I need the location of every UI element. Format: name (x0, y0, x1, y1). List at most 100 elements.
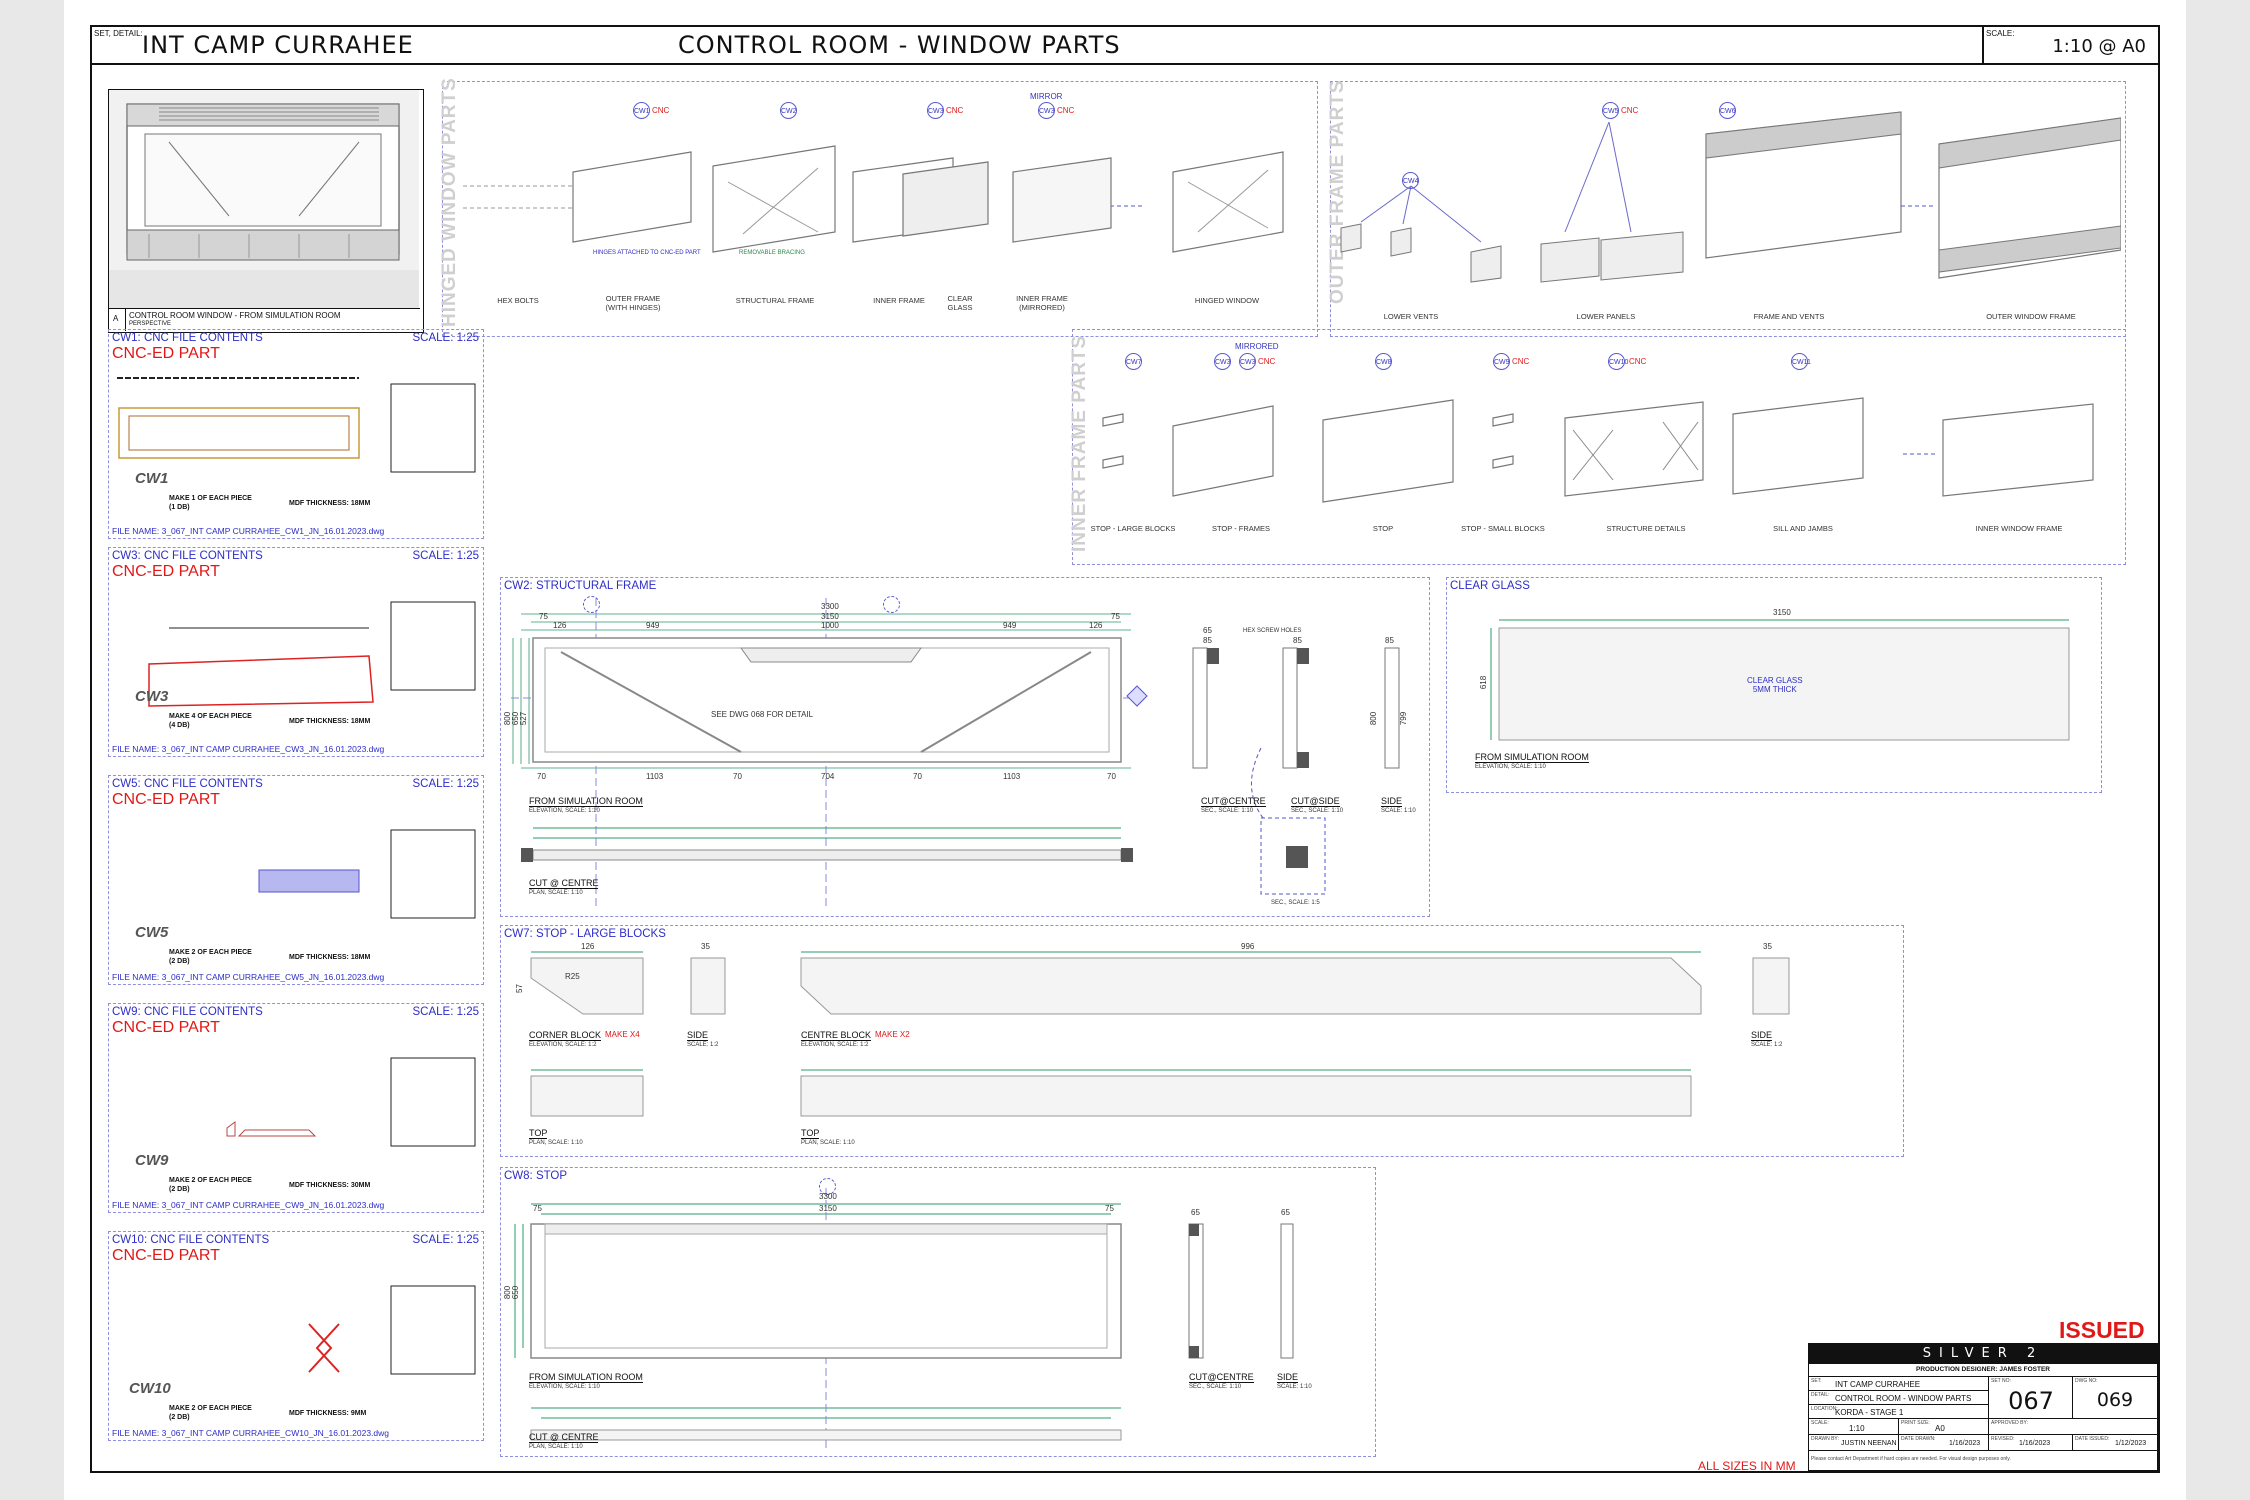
view-subtitle: SCALE: 1:2 (1751, 1042, 1783, 1048)
cnc-tag-cw1: CNC (652, 106, 670, 115)
dim-right-margin: 75 (1105, 1204, 1114, 1213)
view-title: SIDE (1751, 1030, 1773, 1041)
mdf-thickness: MDF THICKNESS: 18MM (289, 500, 371, 507)
section-marker-c (883, 596, 900, 613)
view-title: SIDE (1381, 796, 1403, 807)
cell-value: INT CAMP CURRAHEE (1835, 1380, 1921, 1389)
cnc-panel-title: CW9: CNC FILE CONTENTS (112, 1006, 263, 1018)
bubble-cw10: CW10 (1608, 353, 1628, 370)
bubble-cw9: CW9 (1493, 353, 1510, 370)
dim-centre-width: 996 (1241, 942, 1255, 951)
dim-section-width-b: 85 (1203, 636, 1212, 645)
make-quantity: MAKE 2 OF EACH PIECE (2 DB) (169, 1177, 252, 1193)
caption-sill-and-jambs: SILL AND JAMBS (1773, 524, 1833, 533)
view-title: SIDE (1277, 1372, 1299, 1383)
cell-label: LOCATION: (1811, 1406, 1838, 1412)
view-title: CUT @ CENTRE (529, 1432, 599, 1443)
dim-section-width-d: 85 (1385, 636, 1394, 645)
cnc-file-name: FILE NAME: 3_067_INT CAMP CURRAHEE_CW9_J… (112, 1200, 385, 1210)
caption-lower-panels: LOWER PANELS (1576, 312, 1636, 321)
dim-inner: 3150 (821, 612, 839, 621)
production-designer: PRODUCTION DESIGNER: JAMES FOSTER (1916, 1366, 2050, 1373)
drawn-by-cell: DRAWN BY:JUSTIN NEENAN (1809, 1435, 1899, 1451)
cw7-stop-large-blocks-panel: CW7: STOP - LARGE BLOCKS 126 57 R25 35 9… (500, 925, 1904, 1157)
dim-bottom-gap-4: 70 (1107, 772, 1116, 781)
cnc-tag-cw5: CNC (1621, 106, 1639, 115)
bubble-cw3: CW3 (927, 102, 944, 119)
view-subtitle: ELEVATION, SCALE: 1:2 (801, 1042, 869, 1048)
caption-outer-frame: OUTER FRAME (WITH HINGES) (605, 294, 661, 312)
dim-section-depth: 65 (1203, 626, 1212, 635)
caption-inner-frame: INNER FRAME (873, 296, 925, 305)
view-title: CENTRE BLOCK (801, 1030, 872, 1041)
cw2-structural-frame-panel: CW2: STRUCTURAL FRAME 3300 3150 1000 949 (500, 577, 1430, 917)
cnc-panel-title: CW5: CNC FILE CONTENTS (112, 778, 263, 790)
detail-cell: DETAIL:CONTROL ROOM - WINDOW PARTS (1809, 1391, 1989, 1405)
section-marker-b (583, 596, 600, 613)
dim-side-depth-2: 35 (1763, 942, 1772, 951)
dim-bottom-left: 1103 (646, 772, 664, 781)
cw7-drawing (530, 951, 1790, 1117)
caption-clear-glass: CLEAR GLASS (947, 294, 973, 312)
date-issued-cell: DATE ISSUED:1/12/2023 (2073, 1435, 2157, 1451)
cnc-nest-drawing (258, 829, 476, 919)
dwg-number-cell: DWG NO:069 (2073, 1377, 2157, 1419)
make-quantity: MAKE 4 OF EACH PIECE (4 DB) (169, 713, 252, 729)
cell-label: PRINT SIZE: (1901, 1420, 1930, 1426)
glass-label: CLEAR GLASS 5MM THICK (1747, 676, 1803, 694)
caption-lower-vents: LOWER VENTS (1383, 312, 1439, 321)
caption-inner-frame-mirrored: INNER FRAME (MIRRORED) (1016, 294, 1068, 312)
view-title: FROM SIMULATION ROOM (529, 796, 643, 807)
dim-bottom-right: 1103 (1003, 772, 1021, 781)
view-title: CORNER BLOCK (529, 1030, 602, 1041)
hinge-note: HINGES ATTACHED TO CNC-ED PART (593, 250, 701, 256)
cell-label: APPROVED BY: (1991, 1420, 2028, 1426)
dim-bottom-gap-3: 70 (537, 772, 546, 781)
title-block-brand-bar: SILVER 2 (1809, 1344, 2157, 1364)
outer-frame-panel: OUTER FRAME PARTS CW4 CW5 CNC CW6 LOWER … (1327, 79, 2126, 337)
caption-structural-frame: STRUCTURAL FRAME (735, 296, 815, 305)
cnc-file-name: FILE NAME: 3_067_INT CAMP CURRAHEE_CW10_… (112, 1428, 390, 1438)
dim-right-span: 949 (1003, 621, 1017, 630)
cell-value: A0 (1935, 1424, 1945, 1433)
cnc-code: CW5 (135, 924, 169, 941)
cnc-nest-drawing (148, 601, 476, 707)
dim-section-width: 65 (1191, 1208, 1200, 1217)
caption-stop-small-blocks: STOP - SMALL BLOCKS (1461, 524, 1545, 533)
dim-side-width: 65 (1281, 1208, 1290, 1217)
view-subtitle: SEC., SCALE: 1:10 (1291, 808, 1344, 814)
cnc-part-tag: CNC-ED PART (112, 1019, 220, 1036)
make-quantity-tag: MAKE X4 (605, 1030, 640, 1039)
mdf-thickness: MDF THICKNESS: 18MM (289, 718, 371, 725)
issued-stamp: ISSUED (2059, 1317, 2145, 1343)
glass-elevation-drawing (1490, 619, 2070, 741)
caption-frame-and-vents: FRAME AND VENTS (1753, 312, 1825, 321)
header-divider (1982, 27, 1984, 63)
outer-exploded-drawing (1340, 111, 2121, 283)
dim-side-height: 799 (1399, 711, 1409, 726)
cnc-panel-title: CW3: CNC FILE CONTENTS (112, 550, 263, 562)
cell-label: SET: (1811, 1378, 1822, 1384)
dim-block-height: 57 (514, 984, 524, 993)
view-subtitle: ELEVATION, SCALE: 1:10 (529, 808, 600, 814)
view-title: CUT@SIDE (1291, 796, 1340, 807)
view-title: SIDE (687, 1030, 709, 1041)
dim-inner: 3150 (819, 1204, 837, 1213)
bubble-cw3-mirror: CW3 (1038, 102, 1055, 119)
cnc-code: CW10 (129, 1380, 171, 1397)
title-block-footer: Please contact Art Department if hard co… (1811, 1456, 2011, 1462)
make-quantity: MAKE 1 OF EACH PIECE (1 DB) (169, 495, 252, 511)
dwg-number: 069 (2096, 1389, 2134, 1411)
make-quantity-tag: MAKE X2 (875, 1030, 910, 1039)
cnc-part-tag: CNC-ED PART (112, 563, 220, 580)
cell-value: 1/12/2023 (2115, 1440, 2147, 1447)
cell-value: CONTROL ROOM - WINDOW PARTS (1835, 1394, 1972, 1403)
cnc-code: CW3 (135, 688, 169, 705)
cnc-nest-drawing (308, 1285, 476, 1375)
cnc-code: CW9 (135, 1152, 169, 1169)
dim-section-width-c: 85 (1293, 636, 1302, 645)
set-number: 067 (2008, 1387, 2054, 1415)
cnc-panel-title: CW10: CNC FILE CONTENTS (112, 1234, 270, 1246)
cell-label: SET NO: (1991, 1378, 2011, 1384)
cnc-panel-cw9: CW9: CNC FILE CONTENTS SCALE: 1:25 CNC-E… (108, 1003, 484, 1213)
